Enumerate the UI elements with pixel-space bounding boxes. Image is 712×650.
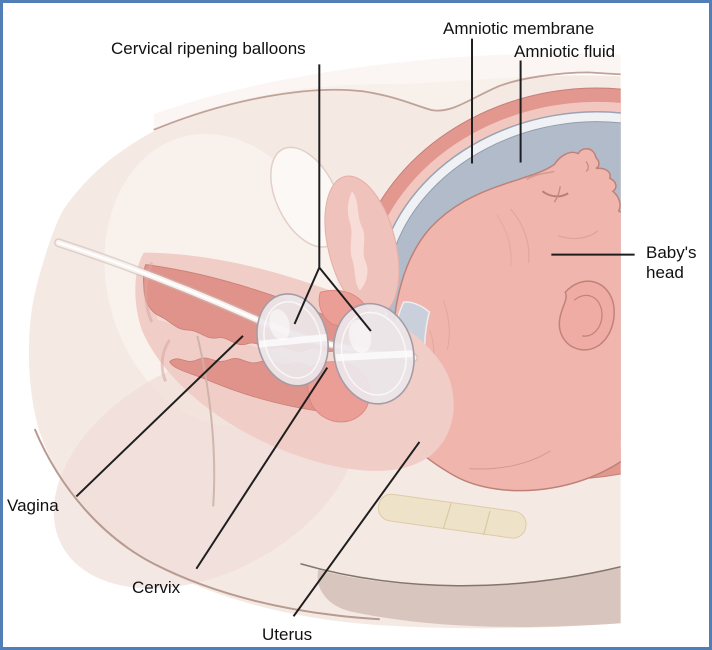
balloon-right	[332, 302, 415, 405]
vagina-leader-line	[75, 335, 244, 498]
leader-lines	[75, 38, 635, 617]
label-babys-head: Baby's head	[646, 243, 697, 283]
pelvic-organ-pink	[324, 175, 400, 316]
tailbone	[377, 493, 527, 539]
leg-shadow	[300, 563, 621, 627]
label-uterus: Uterus	[262, 625, 313, 644]
baby-ear	[558, 280, 615, 351]
cervix-leader-line	[195, 367, 329, 570]
label-cervical-balloons: Cervical ripening balloons	[111, 39, 306, 58]
label-amniotic-fluid: Amniotic fluid	[514, 42, 616, 61]
label-amniotic-membrane: Amniotic membrane	[443, 19, 595, 38]
balloons-leader-line	[293, 64, 372, 332]
anatomy-illustration	[28, 38, 635, 629]
uterus-leader-line	[292, 441, 421, 617]
label-vagina: Vagina	[7, 496, 59, 515]
body-outlines	[33, 71, 621, 621]
label-cervix: Cervix	[132, 578, 181, 597]
balloon-left	[256, 293, 329, 387]
